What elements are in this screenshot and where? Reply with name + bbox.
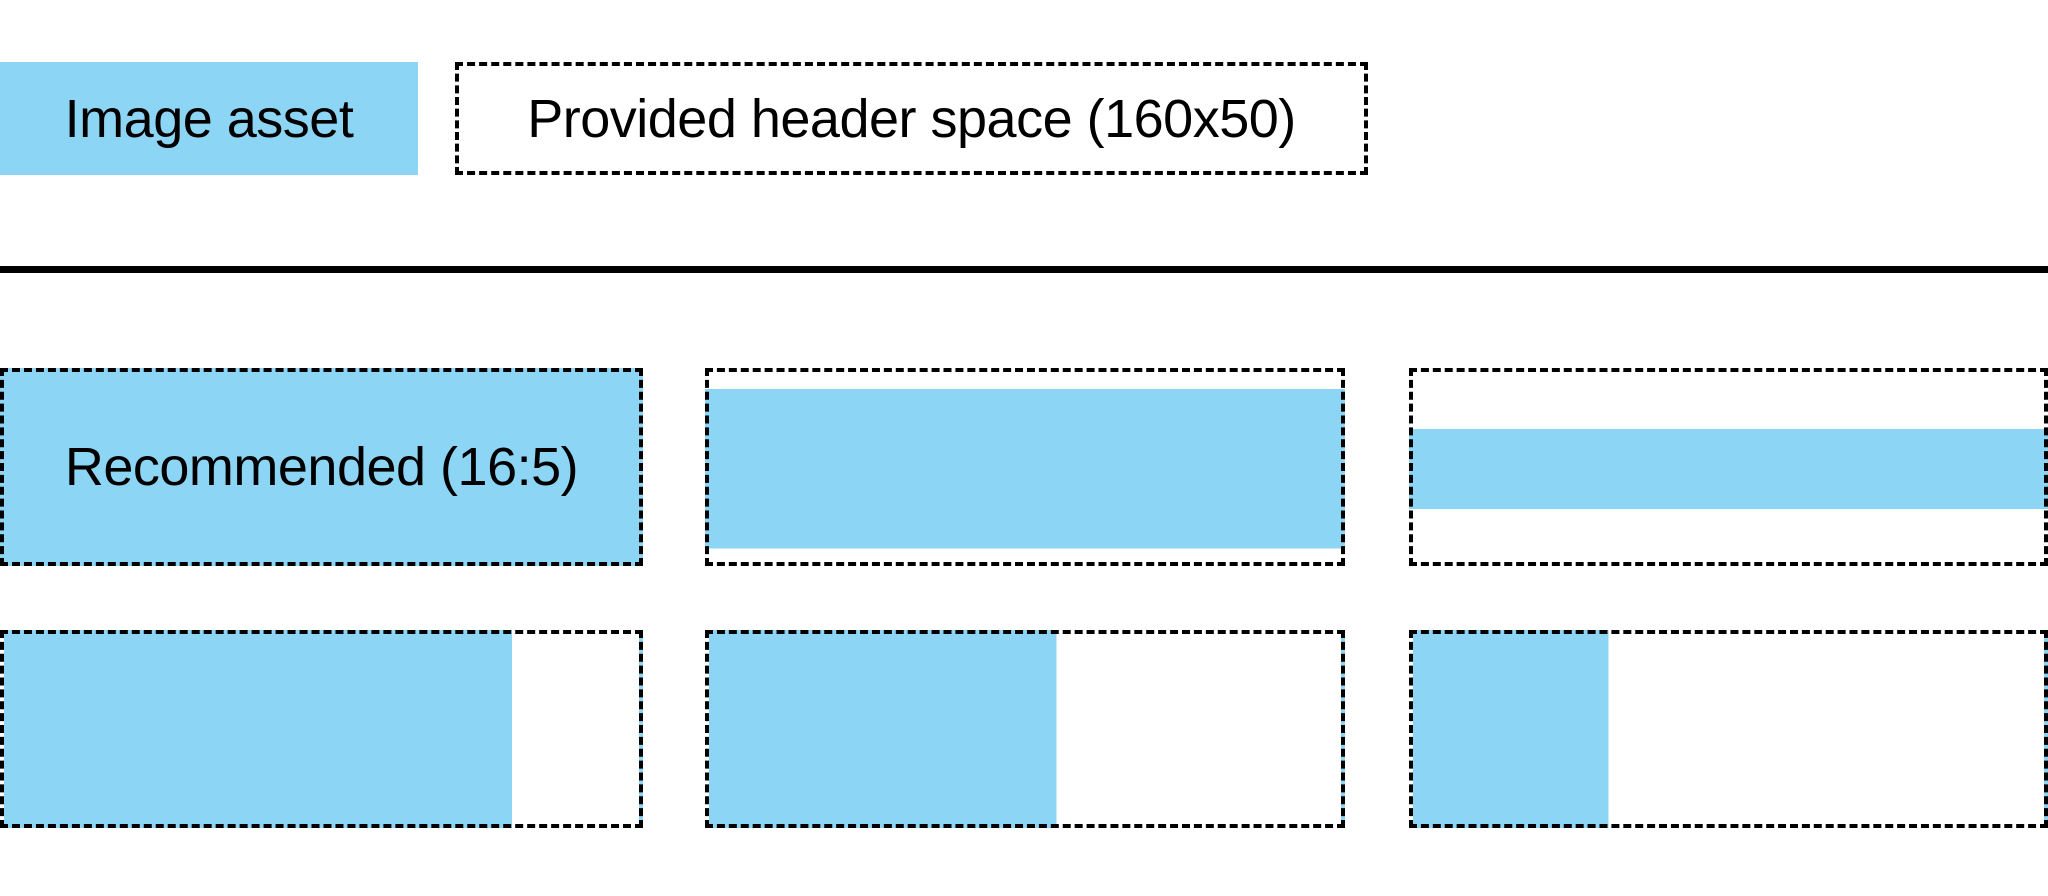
legend-image-asset-label: Image asset	[64, 88, 354, 149]
recommended-ratio-label: Recommended (16:5)	[64, 437, 579, 497]
legend-header-space-box: Provided header space (160x50)	[455, 62, 1368, 175]
example-box-full-width-thin-strip	[1409, 368, 2048, 566]
example-box-full-height-55-width	[705, 630, 1345, 828]
example-box-recommended: Recommended (16:5)	[0, 368, 643, 566]
legend-header-space-label: Provided header space (160x50)	[527, 88, 1296, 149]
section-divider	[0, 266, 2048, 273]
example-box-full-height-80-width	[0, 630, 643, 828]
legend-image-asset-swatch: Image asset	[0, 62, 418, 175]
example-box-full-height-31-width	[1409, 630, 2048, 828]
example-box-full-width-most-height	[705, 368, 1345, 566]
